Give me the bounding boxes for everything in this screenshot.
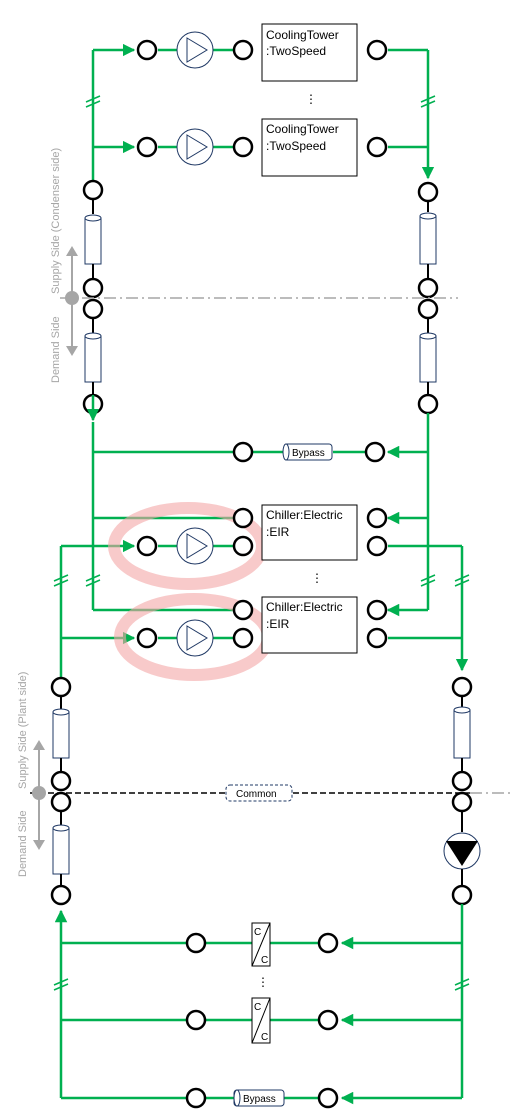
condenser-loop: CoolingTower :TwoSpeed ⋮ CoolingTower :T… (50, 23, 458, 617)
chillers: Chiller:Electric :EIR ⋮ Chiller:Electric… (61, 502, 462, 681)
tower-2-outlet-node[interactable] (366, 136, 388, 158)
plant-supply-inlet-node-left[interactable] (50, 770, 72, 792)
chiller-2-evap-pump-inlet-node[interactable] (136, 627, 158, 649)
cooling-tower-1-label-1: CoolingTower (266, 28, 339, 42)
coil-2-outlet-node[interactable] (185, 1009, 207, 1031)
plant-loop: Common Supply Side (Plant side) Demand S… (17, 546, 512, 1109)
plant-bypass-inlet-node[interactable] (317, 1087, 339, 1109)
condenser-supply-outlet-node-right[interactable] (417, 277, 439, 299)
chiller-2-evap-outlet-node[interactable] (366, 627, 388, 649)
chiller-1-evap-inlet-node[interactable] (232, 535, 254, 557)
condenser-demand-outlet-node-left[interactable] (82, 298, 104, 320)
chiller-2-label-1: Chiller:Electric (266, 600, 343, 614)
condenser-supply-inlet-node-right[interactable] (417, 181, 439, 203)
condenser-supply-pipe-right (419, 212, 437, 265)
chiller-ellipsis: ⋮ (311, 571, 323, 585)
tower-1-pump-outlet-node[interactable] (232, 39, 254, 61)
cooling-tower-1-label-2: :TwoSpeed (266, 44, 326, 58)
plant-demand-outlet-node-right[interactable] (451, 884, 473, 906)
plant-supply-outlet-node-right[interactable] (451, 770, 473, 792)
plant-side-arrow (32, 740, 46, 850)
chiller-1-pump-icon (176, 527, 214, 565)
cooling-tower-2-label-1: CoolingTower (266, 122, 339, 136)
condenser-demand-pipe-right (419, 332, 437, 383)
chiller-1-label-1: Chiller:Electric (266, 508, 343, 522)
chiller-1[interactable]: Chiller:Electric :EIR (261, 504, 358, 561)
plant-lower-break-marks (53, 978, 470, 991)
condenser-bypass-outlet-node[interactable] (364, 441, 386, 463)
condenser-side-arrow (65, 246, 79, 356)
tower-2-pump-icon (176, 128, 214, 166)
chiller-2-pump-icon (176, 619, 214, 657)
plant-demand-inlet-node-left[interactable] (50, 884, 72, 906)
condenser-demand-inlet-node-right[interactable] (417, 298, 439, 320)
condenser-demand-pipe-left (84, 332, 102, 383)
chiller-2-evap-inlet-node[interactable] (232, 627, 254, 649)
chiller-2-cond-inlet-node[interactable] (232, 599, 254, 621)
coil-1-top-label: C (254, 927, 261, 938)
plant-bypass-pipe: Bypass (233, 1089, 285, 1107)
plant-bypass-outlet-node[interactable] (185, 1087, 207, 1109)
tower-ellipsis: ⋮ (305, 92, 317, 106)
condenser-lower-break-marks (85, 574, 436, 587)
tower-1-pump-icon (176, 31, 214, 69)
cooling-tower-2[interactable]: CoolingTower :TwoSpeed (261, 118, 358, 177)
chiller-1-cond-inlet-node[interactable] (232, 507, 254, 529)
coil-2-top-label: C (254, 1002, 261, 1013)
condenser-demand-side-label: Demand Side (50, 316, 62, 383)
tower-1-outlet-node[interactable] (366, 39, 388, 61)
coil-2-inlet-node[interactable] (317, 1009, 339, 1031)
chiller-1-evap-outlet-node[interactable] (366, 535, 388, 557)
chiller-2[interactable]: Chiller:Electric :EIR (261, 596, 358, 654)
plant-supply-outlet-node-left[interactable] (50, 676, 72, 698)
coil-1-inlet-node[interactable] (317, 932, 339, 954)
condenser-supply-inlet-node-left[interactable] (82, 277, 104, 299)
plant-bypass-label: Bypass (243, 1094, 276, 1105)
coil-2-bottom-label: C (261, 1032, 268, 1043)
condenser-supply-outlet-node-left[interactable] (82, 179, 104, 201)
tower-2-pump-outlet-node[interactable] (232, 136, 254, 158)
plant-break-marks (53, 574, 470, 587)
coil-1[interactable]: C C (251, 922, 271, 967)
coil-2[interactable]: C C (251, 997, 271, 1044)
chiller-1-cond-outlet-node[interactable] (366, 507, 388, 529)
condenser-bypass-label: Bypass (292, 448, 325, 459)
condenser-demand-outlet-node-right[interactable] (417, 393, 439, 415)
coil-ellipsis: ⋮ (257, 975, 269, 989)
condenser-break-marks (85, 95, 436, 108)
coil-1-bottom-label: C (261, 955, 268, 966)
condenser-supply-side-label: Supply Side (Condenser side) (50, 148, 62, 294)
plant-demand-pump-icon (443, 832, 481, 870)
plant-demand-outlet-node-left[interactable] (50, 791, 72, 813)
plant-supply-inlet-node-right[interactable] (451, 676, 473, 698)
plant-supply-pipe-left (52, 708, 70, 759)
condenser-bypass-inlet-node[interactable] (232, 441, 254, 463)
tower-1-inlet-node[interactable] (136, 39, 158, 61)
plant-demand-pipe-left (52, 824, 70, 875)
plant-demand-inlet-node-right[interactable] (451, 791, 473, 813)
coil-1-outlet-node[interactable] (185, 932, 207, 954)
cooling-tower-1[interactable]: CoolingTower :TwoSpeed (261, 23, 358, 82)
plant-supply-pipe-right (453, 706, 471, 759)
plant-demand-side-label: Demand Side (17, 810, 29, 877)
condenser-bypass-pipe: Bypass (282, 443, 333, 461)
common-pipe: Common (225, 784, 293, 802)
common-label: Common (236, 789, 277, 800)
tower-2-inlet-node[interactable] (136, 136, 158, 158)
cooling-tower-2-label-2: :TwoSpeed (266, 139, 326, 153)
chiller-2-cond-outlet-node[interactable] (366, 599, 388, 621)
chiller-1-label-2: :EIR (266, 525, 290, 539)
condenser-supply-pipe-left (84, 214, 102, 265)
chiller-1-evap-pump-inlet-node[interactable] (136, 535, 158, 557)
chiller-2-label-2: :EIR (266, 617, 290, 631)
plant-supply-side-label: Supply Side (Plant side) (17, 672, 29, 789)
